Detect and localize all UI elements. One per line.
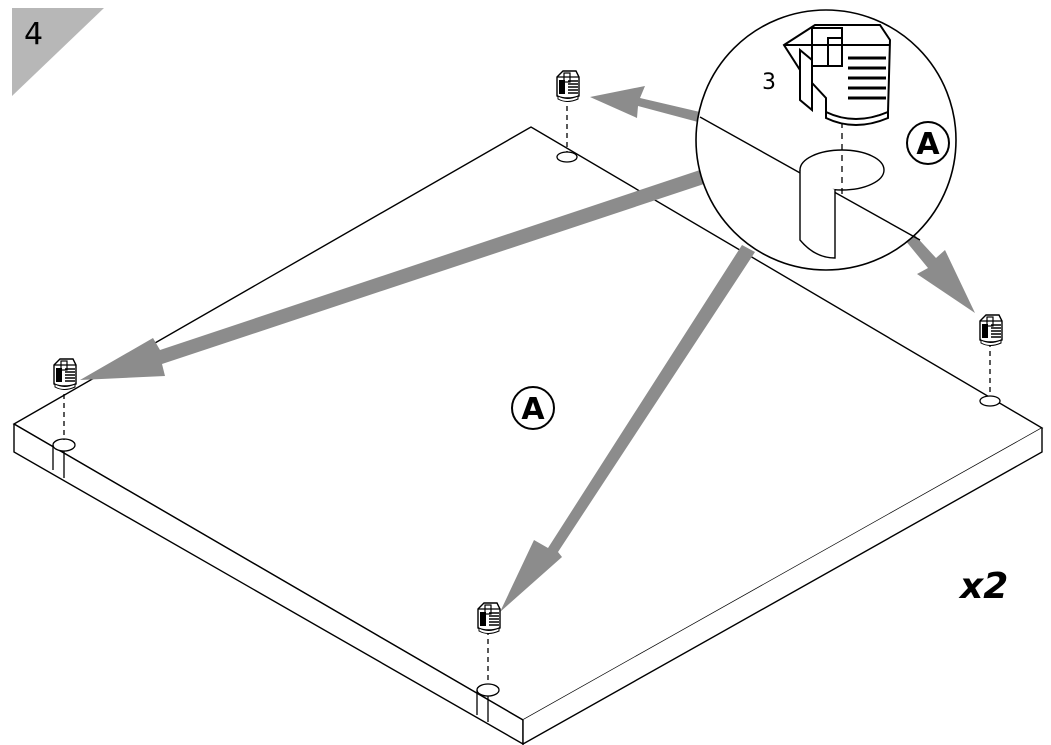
hole-right — [979, 395, 1001, 407]
detail-label-text: A — [916, 127, 940, 162]
arrow-to-front-fastener — [500, 245, 755, 612]
detail-fastener — [782, 24, 892, 126]
detail-part-number: 3 — [762, 70, 776, 95]
panel-label: A — [511, 386, 555, 430]
hole-left — [52, 438, 76, 452]
fastener-left — [53, 358, 77, 391]
fastener-front — [477, 602, 501, 635]
arrow-to-back-fastener — [590, 86, 700, 122]
fastener-right — [979, 314, 1003, 347]
guide-lines — [63, 97, 991, 684]
step-number: 4 — [24, 17, 43, 52]
panel-front-edge — [522, 428, 1043, 745]
hole-back — [556, 151, 578, 163]
quantity-label: x2 — [958, 566, 1008, 607]
hole-front — [476, 683, 500, 697]
detail-circle — [695, 9, 957, 271]
step-badge: 4 — [12, 8, 104, 96]
arrow-to-right-fastener — [905, 232, 975, 313]
panel-label-text: A — [521, 392, 545, 427]
detail-label-circle — [906, 121, 950, 165]
holes — [52, 151, 1001, 722]
arrow-to-left-fastener — [80, 170, 704, 380]
arrows — [80, 86, 975, 612]
detail-callout: 3 A — [695, 9, 957, 271]
step-badge-triangle — [12, 8, 104, 96]
fastener-back — [556, 70, 580, 103]
panel-label-circle — [511, 386, 555, 430]
